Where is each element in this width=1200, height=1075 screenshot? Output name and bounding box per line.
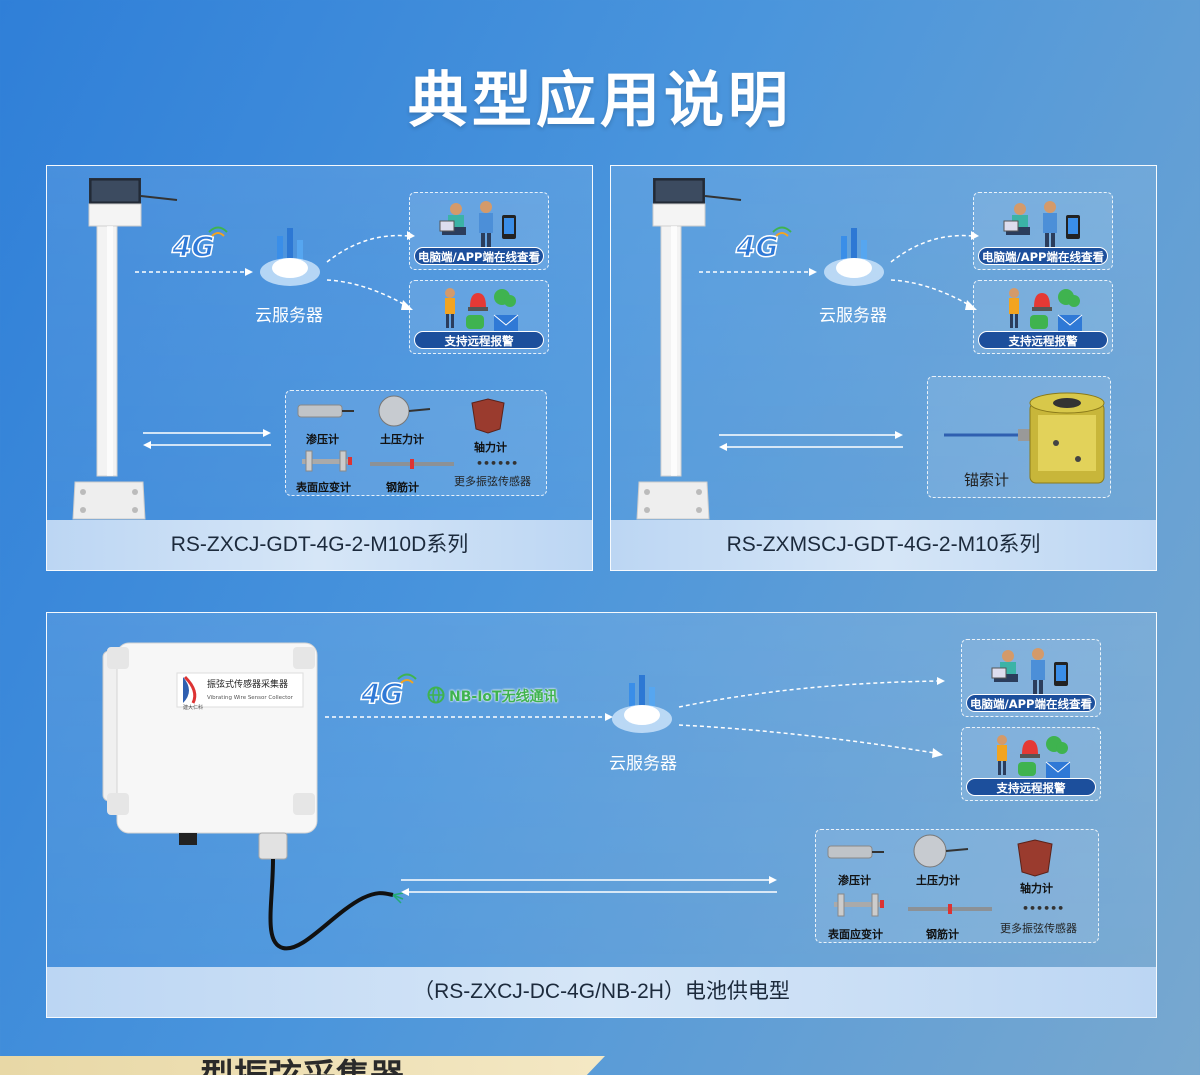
cloud-server-label: 云服务器 [609, 754, 677, 774]
alarm-icons [1009, 288, 1083, 331]
pole-collector-image [636, 178, 742, 520]
cloud-server-label: 云服务器 [819, 306, 887, 326]
cloud-server-label: 云服务器 [255, 306, 323, 326]
axial-force-label: 轴力计 [474, 441, 507, 454]
axial-force-label: 轴力计 [1020, 882, 1053, 895]
axial-force-meter-icon [471, 398, 505, 434]
piezometer-icon [297, 404, 354, 418]
panel-caption: RS-ZXMSCJ-GDT-4G-2-M10系列 [611, 520, 1156, 570]
surface-strain-label: 表面应变计 [828, 928, 883, 941]
panel-gdt-m10d: 4G 云服务器 电脑端/APP端在线查看 [46, 165, 593, 571]
anchor-meter-box: 锚索计 [927, 376, 1111, 498]
people-with-devices-icon [1003, 201, 1080, 247]
people-with-devices-icon [439, 201, 516, 247]
online-view-box: 电脑端/APP端在线查看 [961, 639, 1101, 717]
4g-signal-icon: 4G [170, 226, 228, 264]
bidirectional-arrow [143, 429, 271, 449]
anchor-cable-meter-icon [944, 392, 1105, 484]
more-dots: •••••• [1022, 902, 1065, 915]
piezometer-label: 渗压计 [306, 433, 339, 446]
box-collector-image: 振弦式传感器采集器 Vibrating Wire Sensor Collecto… [102, 642, 404, 951]
earth-pressure-label: 土压力计 [916, 874, 960, 887]
remote-alarm-box: 支持远程报警 [973, 280, 1113, 354]
piezometer-icon [827, 845, 884, 859]
cloud-server-icon [612, 675, 672, 733]
rebar-meter-label: 钢筋计 [386, 481, 419, 494]
panel-battery-type: 振弦式传感器采集器 Vibrating Wire Sensor Collecto… [46, 612, 1157, 1018]
cloud-to-view-arrow [326, 231, 415, 263]
4g-signal-icon: 4G [734, 226, 792, 264]
page-title: 典型应用说明 [408, 66, 792, 136]
axial-force-meter-icon [1017, 839, 1053, 877]
surface-strain-gauge-icon [302, 450, 352, 472]
pole-collector-image [72, 178, 178, 520]
online-view-box: 电脑端/APP端在线查看 [409, 192, 549, 270]
remote-alarm-pill: 支持远程报警 [414, 331, 544, 349]
remote-alarm-box: 支持远程报警 [409, 280, 549, 354]
panel-caption: RS-ZXCJ-GDT-4G-2-M10D系列 [47, 520, 592, 570]
uplink-arrow [135, 268, 253, 276]
globe-icon [427, 686, 445, 704]
next-section-title: 型振弦采集器 [200, 1060, 404, 1075]
bidirectional-arrow [719, 431, 903, 451]
device-name-en-text: Vibrating Wire Sensor Collector [207, 695, 294, 701]
online-view-box: 电脑端/APP端在线查看 [973, 192, 1113, 270]
online-view-pill: 电脑端/APP端在线查看 [966, 694, 1096, 712]
brand-text: 建大仁科 [183, 704, 203, 711]
panel-caption: （RS-ZXCJ-DC-4G/NB-2H）电池供电型 [47, 967, 1156, 1017]
device-name-text: 振弦式传感器采集器 [207, 678, 288, 690]
cloud-to-alarm-arrow [326, 279, 413, 310]
alarm-icons [997, 735, 1071, 778]
rebar-meter-icon [370, 459, 454, 469]
remote-alarm-pill: 支持远程报警 [966, 778, 1096, 796]
alarm-icons [445, 288, 519, 331]
earth-pressure-cell-icon [913, 834, 969, 868]
earth-pressure-label: 土压力计 [380, 433, 424, 446]
nbiot-label: NB-IoT无线通讯 [449, 689, 558, 705]
surface-strain-gauge-icon [834, 893, 884, 917]
remote-alarm-pill: 支持远程报警 [978, 331, 1108, 349]
piezometer-label: 渗压计 [838, 874, 871, 887]
anchor-meter-label: 锚索计 [964, 471, 1010, 489]
online-view-pill: 电脑端/APP端在线查看 [414, 247, 544, 265]
more-sensors-label: 更多振弦传感器 [454, 475, 531, 488]
more-sensors-label: 更多振弦传感器 [1000, 922, 1077, 935]
cloud-to-alarm-arrow [678, 724, 943, 758]
online-view-pill: 电脑端/APP端在线查看 [978, 247, 1108, 265]
sensor-box: 渗压计 土压力计 轴力计 表面应变计 钢筋计 •••••• 更多振弦传感器 [285, 390, 547, 496]
cloud-server-icon [824, 228, 884, 286]
earth-pressure-cell-icon [378, 395, 431, 427]
next-section-banner: 型振弦采集器 [0, 1056, 605, 1075]
cloud-server-icon [260, 228, 320, 286]
bidirectional-arrow [401, 876, 777, 896]
sensor-box: 渗压计 土压力计 轴力计 表面应变计 钢筋计 •••••• 更多振弦传感器 [815, 829, 1099, 943]
uplink-arrow [699, 268, 817, 276]
cloud-to-view-arrow [890, 231, 979, 263]
4g-signal-icon: 4G [359, 673, 417, 711]
4g-label: 4G [171, 230, 214, 263]
more-dots: •••••• [476, 457, 519, 470]
uplink-arrow [325, 713, 613, 721]
cloud-to-view-arrow [678, 677, 945, 708]
people-with-devices-icon [991, 648, 1068, 694]
rebar-meter-icon [908, 904, 992, 914]
4g-label: 4G [360, 677, 403, 710]
4g-label: 4G [735, 230, 778, 263]
panel-msc-gdt-m10: 4G 云服务器 电脑端/APP端在线查看 [610, 165, 1157, 571]
cloud-to-alarm-arrow [890, 279, 977, 310]
rebar-meter-label: 钢筋计 [926, 928, 959, 941]
remote-alarm-box: 支持远程报警 [961, 727, 1101, 801]
surface-strain-label: 表面应变计 [296, 481, 351, 494]
